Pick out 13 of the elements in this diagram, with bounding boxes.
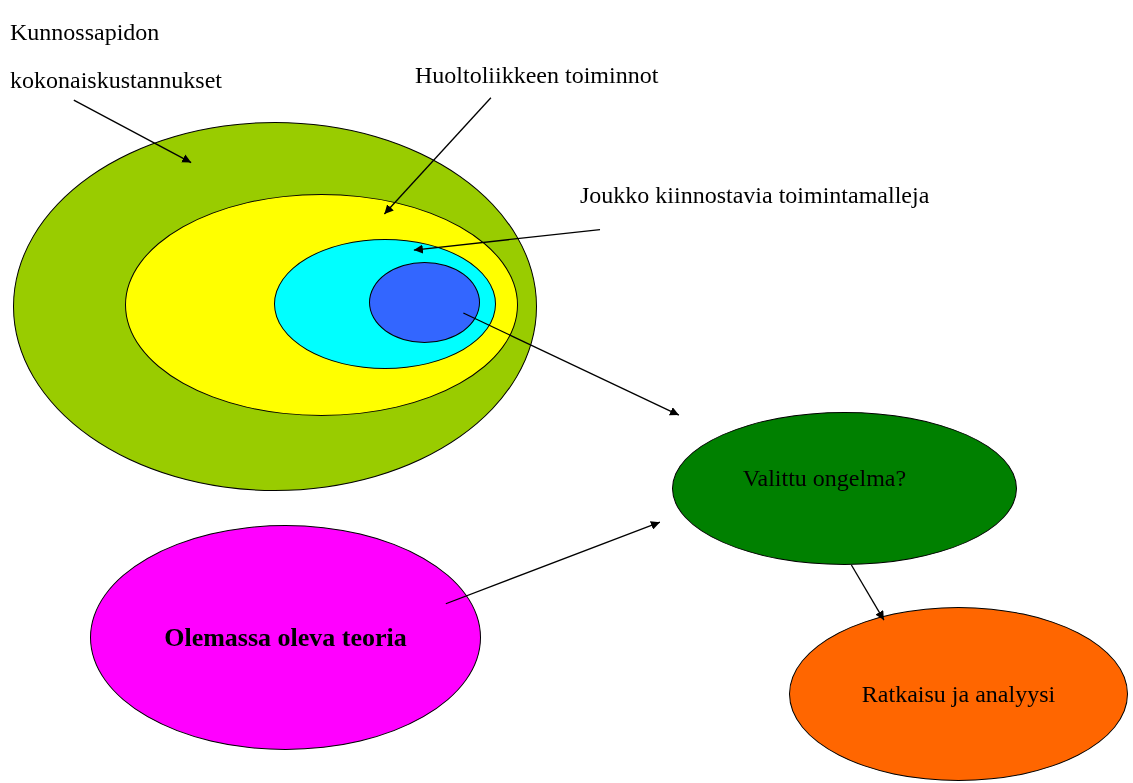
- annotation-text: Huoltoliikkeen toiminnot: [415, 62, 660, 89]
- ellipse-shape: [369, 262, 480, 343]
- arrow: [850, 564, 885, 621]
- arrow: [445, 521, 661, 605]
- node-label: Ratkaisu ja analyysi: [861, 680, 1056, 708]
- annotation-text: Joukko kiinnostavia toimintamalleja: [580, 182, 931, 209]
- node-label: Valittu ongelma?: [742, 465, 907, 492]
- arrow: [383, 97, 492, 215]
- arrow: [462, 312, 680, 416]
- arrow: [73, 99, 192, 164]
- node-label: Olemassa oleva teoria: [164, 622, 407, 653]
- arrow: [413, 228, 601, 254]
- annotation-text: Kunnossapidon kokonaiskustannukset: [10, 18, 223, 95]
